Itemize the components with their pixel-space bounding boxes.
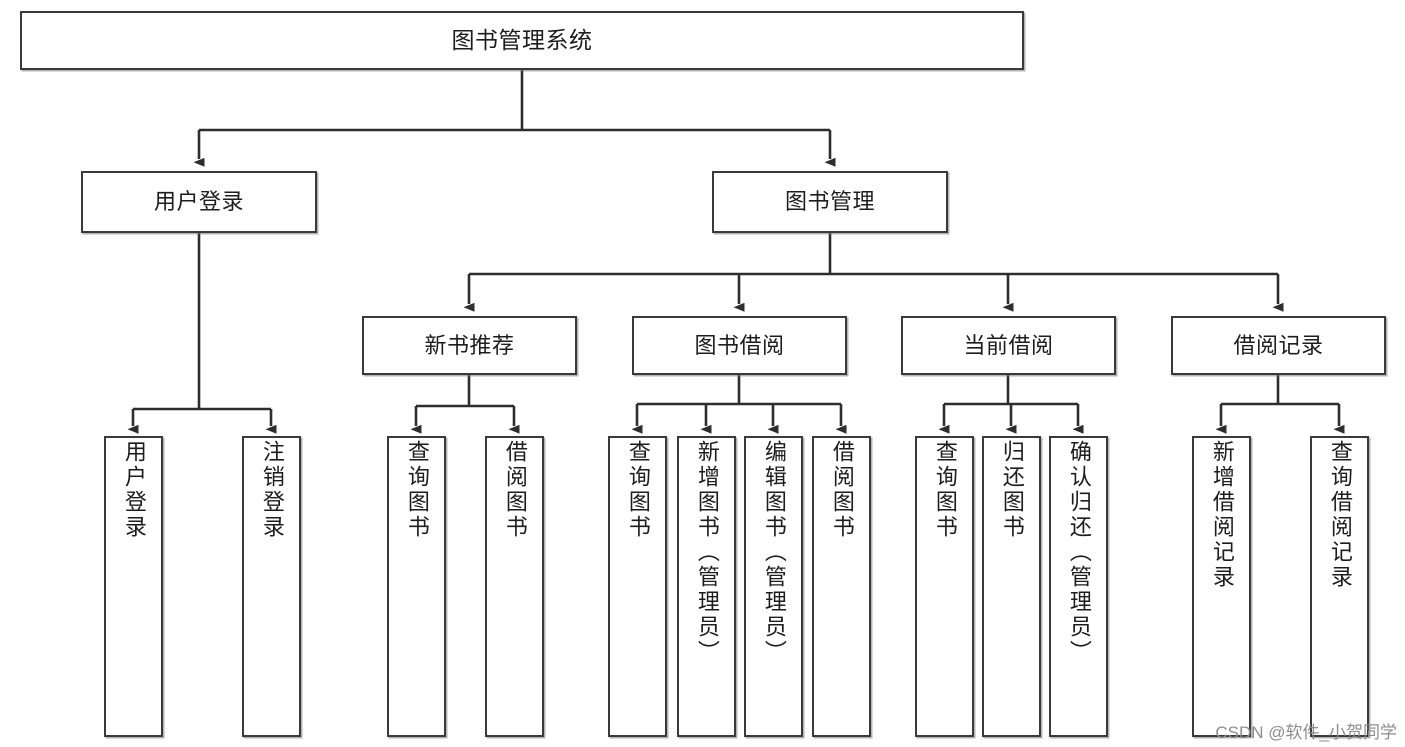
- leaf-node[interactable]: 借阅图书: [485, 436, 544, 737]
- node-label: 注销登录: [259, 440, 285, 540]
- node-label: 查询图书: [404, 440, 430, 540]
- leaf-node[interactable]: 查询借阅记录: [1310, 436, 1369, 737]
- leaf-node[interactable]: 查询图书: [608, 436, 667, 737]
- node-label: 借阅图书: [829, 440, 855, 540]
- node-label: 查询借阅记录: [1327, 440, 1353, 590]
- node-label: 图书管理系统: [451, 27, 593, 54]
- node-label: 用户登录: [153, 189, 244, 215]
- node-book-borrow[interactable]: 图书借阅: [632, 316, 847, 375]
- node-label: 新增图书（管理员）: [694, 440, 720, 665]
- node-label: 借阅图书: [502, 440, 528, 540]
- leaf-node[interactable]: 确认归还（管理员）: [1049, 436, 1108, 737]
- node-label: 借阅记录: [1233, 332, 1324, 358]
- leaf-node[interactable]: 查询图书: [387, 436, 446, 737]
- node-label: 图书借阅: [694, 332, 785, 358]
- node-label: 归还图书: [999, 440, 1025, 540]
- node-book-management[interactable]: 图书管理: [712, 171, 948, 233]
- node-label: 确认归还（管理员）: [1066, 440, 1092, 665]
- leaf-node[interactable]: 编辑图书（管理员）: [744, 436, 803, 737]
- node-label: 当前借阅: [963, 332, 1054, 358]
- node-root-book-management-system[interactable]: 图书管理系统: [20, 11, 1024, 70]
- leaf-node[interactable]: 新增借阅记录: [1192, 436, 1251, 737]
- node-label: 查询图书: [932, 440, 958, 540]
- leaf-node[interactable]: 用户登录: [104, 436, 163, 737]
- leaf-node[interactable]: 借阅图书: [812, 436, 871, 737]
- node-borrow-record[interactable]: 借阅记录: [1171, 316, 1386, 375]
- leaf-node[interactable]: 注销登录: [242, 436, 301, 737]
- csdn-watermark: CSDN @软件_小贺同学: [1215, 723, 1397, 742]
- node-user-login[interactable]: 用户登录: [81, 171, 317, 233]
- node-label: 新书推荐: [424, 332, 515, 358]
- node-new-book-recommend[interactable]: 新书推荐: [362, 316, 577, 375]
- node-label: 编辑图书（管理员）: [761, 440, 787, 665]
- node-label: 查询图书: [625, 440, 651, 540]
- leaf-node[interactable]: 新增图书（管理员）: [677, 436, 736, 737]
- leaf-node[interactable]: 归还图书: [982, 436, 1041, 737]
- node-label: 新增借阅记录: [1209, 440, 1235, 590]
- leaf-node[interactable]: 查询图书: [915, 436, 974, 737]
- node-label: 用户登录: [121, 440, 147, 540]
- node-label: 图书管理: [784, 189, 875, 215]
- node-current-borrow[interactable]: 当前借阅: [901, 316, 1116, 375]
